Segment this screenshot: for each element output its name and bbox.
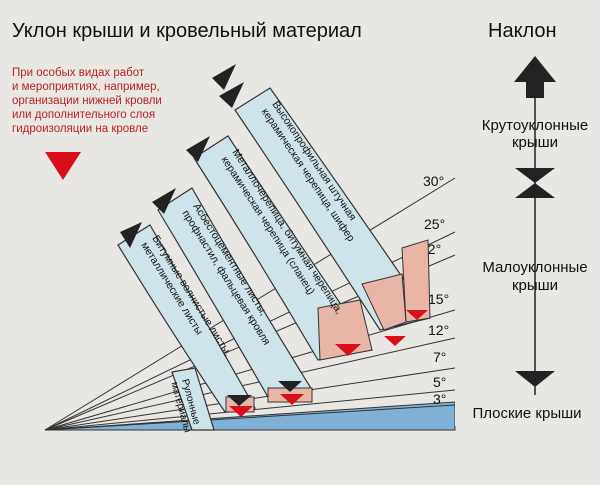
angle-label: 25° (424, 216, 445, 232)
diagram-title: Уклон крыши и кровельный материал (12, 20, 362, 42)
note-line: или дополнительного слоя (12, 109, 155, 121)
ray-12 (44, 337, 456, 431)
red-marker-icon (280, 394, 304, 405)
category-flat-label: Плоские крыши (472, 405, 581, 422)
slope-heading: Наклон (488, 20, 557, 42)
special-zone (401, 239, 431, 323)
separator-icon (515, 168, 555, 183)
note-line: При особых видах работ (12, 67, 145, 79)
angle-label: 7° (433, 349, 446, 365)
category-steep-label: крыши (512, 134, 558, 151)
category-low-label: Малоуклонные (482, 259, 587, 276)
dark-marker-icon (227, 395, 252, 406)
start-marker-icon (219, 82, 244, 108)
ray-15 (44, 309, 456, 431)
red-marker-icon (384, 336, 406, 346)
note-line: гидроизоляции на кровле (12, 123, 148, 135)
note-line: и мероприятиях, например, (12, 81, 160, 93)
angle-label: 12° (428, 322, 449, 338)
start-marker-icon (186, 136, 210, 162)
angle-label: 3° (433, 391, 446, 407)
category-steep-label: Крутоуклонные (482, 117, 588, 134)
band-rolled-shape (171, 367, 215, 431)
angle-label: 30° (423, 173, 444, 189)
angle-label: 5° (433, 374, 446, 390)
special-conditions-note: При особых видах работ и мероприятиях, н… (12, 67, 162, 135)
special-marker-icon (45, 152, 81, 180)
separator-icon (515, 371, 555, 387)
start-marker-icon (152, 188, 176, 214)
separator-icon (515, 183, 555, 198)
start-marker-icon (120, 222, 142, 248)
up-arrow-icon (514, 56, 556, 98)
angle-label: 15° (428, 291, 449, 307)
category-low-label: крыши (512, 277, 558, 294)
dark-marker-icon (278, 381, 302, 392)
red-marker-icon (335, 344, 361, 356)
red-marker-icon (229, 406, 253, 417)
flat-label-bg (455, 396, 595, 426)
note-line: организации нижней кровли (12, 95, 162, 107)
red-marker-icon (406, 310, 428, 320)
ray-3 (44, 404, 456, 431)
band-bitumen-shape (117, 224, 256, 413)
start-marker-icon (212, 64, 236, 90)
